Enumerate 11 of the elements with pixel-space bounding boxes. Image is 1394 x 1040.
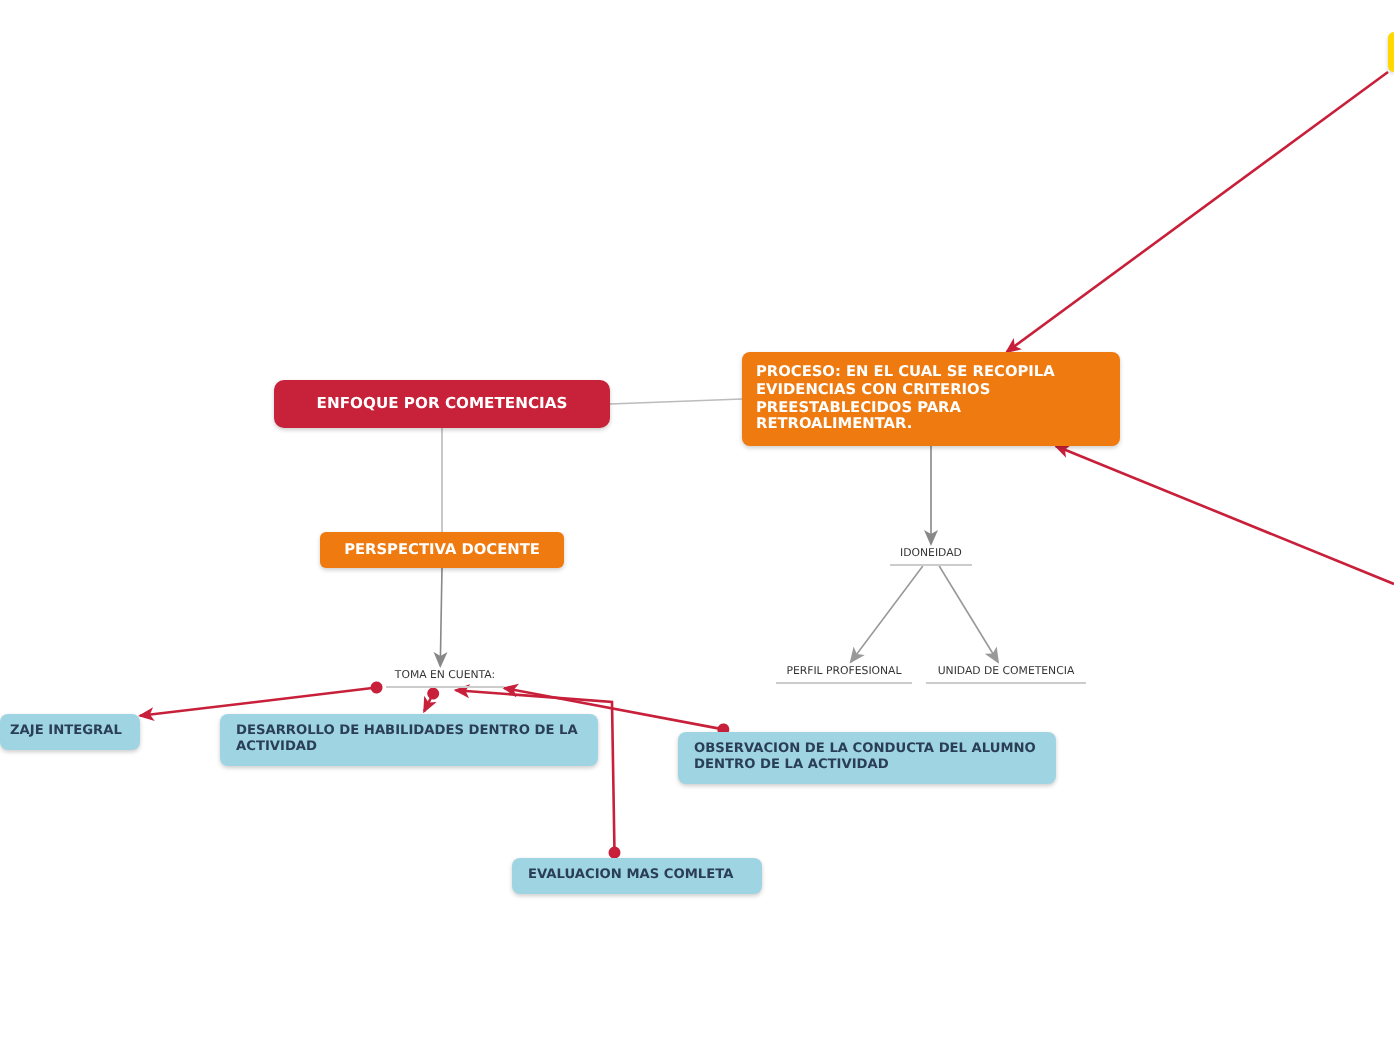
connector-arrow (433, 567, 448, 668)
connector-arrow (849, 565, 924, 664)
connector-arrow (502, 683, 730, 736)
box-shape (1388, 32, 1394, 72)
connector-arrow (1005, 70, 1389, 354)
connector-arrow (422, 687, 440, 714)
connector-arrow (1053, 444, 1394, 586)
connector-arrow (938, 565, 1000, 664)
connector-arrow (453, 684, 621, 859)
connector-arrow (138, 681, 383, 722)
connector-arrow (924, 445, 938, 546)
